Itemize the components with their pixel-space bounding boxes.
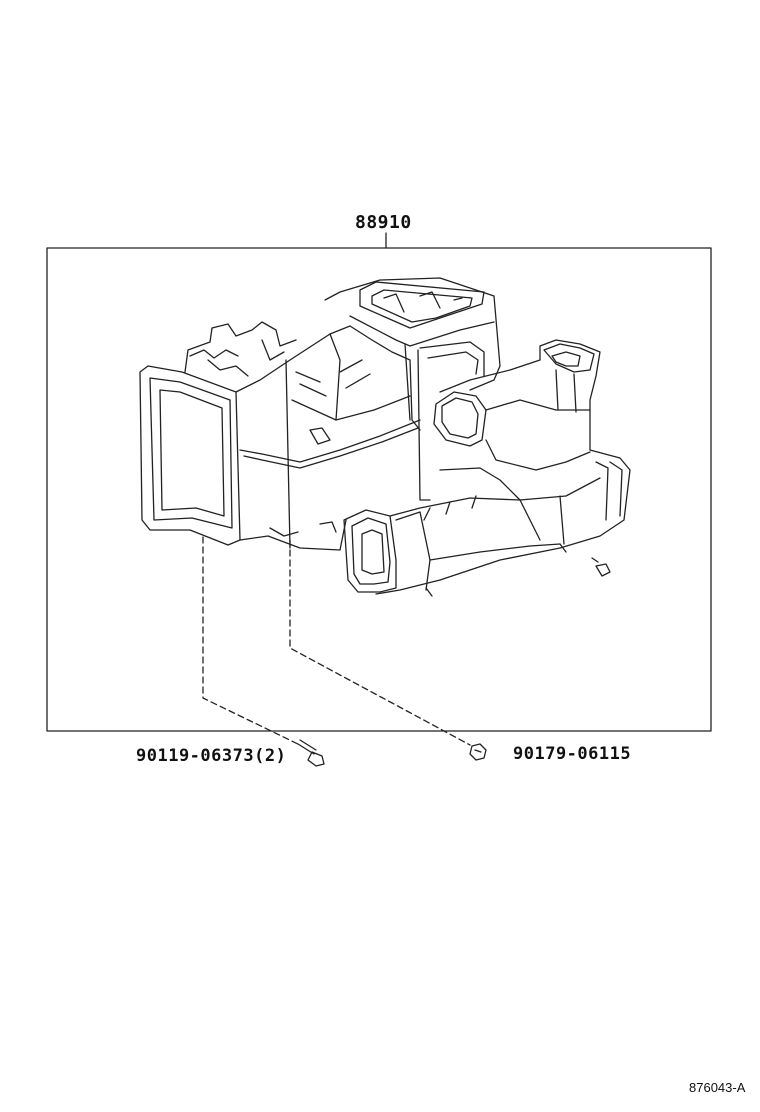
figure-reference-code: 876043-A <box>689 1080 746 1095</box>
bolt-90119-icon <box>297 739 325 767</box>
part-label-bolt: 90119-06373(2) <box>136 746 286 766</box>
assembly-boundary-box <box>46 247 712 732</box>
nut-90179-icon <box>469 743 487 761</box>
part-number-bolt: 90119-06373 <box>136 746 255 766</box>
part-label-nut: 90179-06115 <box>513 744 631 764</box>
part-quantity-bolt: (2) <box>254 746 287 766</box>
heater-unit-illustration <box>139 277 631 597</box>
leader-line-left <box>202 536 301 746</box>
assembly-part-number: 88910 <box>355 212 412 233</box>
leader-line-right <box>289 539 471 746</box>
part-number-nut: 90179-06115 <box>513 744 632 764</box>
